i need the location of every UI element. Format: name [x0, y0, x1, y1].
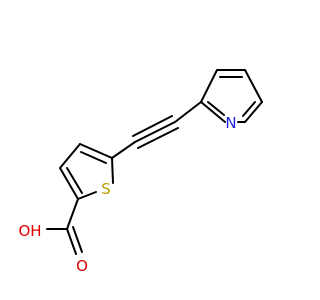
hydroxyl-label: OH — [18, 222, 41, 240]
triple-bond-lower — [137, 127, 179, 149]
bond-alkyne-c5 — [111, 141, 136, 159]
double-bond-c5-c4 — [80, 151, 107, 164]
double-bond-c3-c2 — [66, 167, 83, 194]
bond-c2-s — [77, 191, 97, 200]
thiophene-ring — [59, 141, 136, 200]
bond-c2-c3 — [200, 69, 218, 103]
bond-c2-carboxyl — [66, 198, 79, 230]
bond-c2-alkyne — [174, 101, 202, 123]
bond-carboxyl-o-b — [72, 226, 83, 253]
carboxylic-acid-group — [46, 198, 83, 255]
bond-c4-c3 — [59, 143, 81, 169]
sulfur-atom-label: S — [101, 180, 111, 198]
bond-c4-c5 — [244, 69, 263, 103]
bond-s-c5 — [111, 157, 114, 184]
alkyne-triple-bond — [132, 101, 202, 149]
nitrogen-atom-label: N — [225, 114, 236, 132]
bond-c5-c6 — [244, 101, 263, 123]
bond-carboxyl-o-a — [66, 228, 77, 255]
carbonyl-oxygen-label: O — [76, 257, 88, 275]
triple-bond-center — [134, 121, 176, 143]
molecule-diagram: N S OH O — [18, 69, 263, 275]
double-bond-n-c2 — [207, 101, 225, 116]
pyridine-ring — [200, 69, 263, 123]
triple-bond-upper — [132, 115, 173, 137]
bond-n-c2 — [200, 101, 226, 123]
double-bond-c5-c6 — [242, 101, 256, 117]
bond-c3-c2 — [59, 167, 79, 200]
bond-c5-c4 — [79, 143, 113, 159]
